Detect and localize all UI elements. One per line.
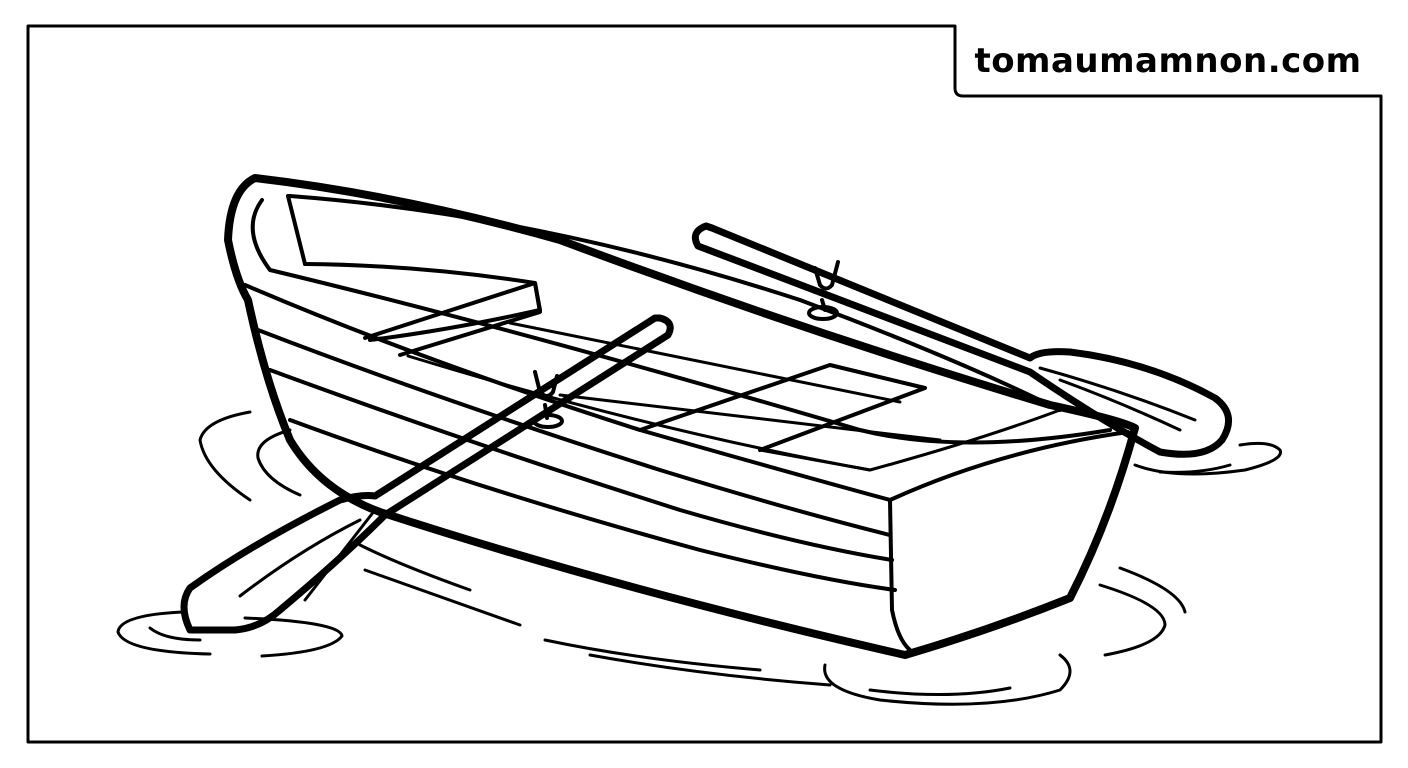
oar-icon — [691, 222, 1233, 458]
page-frame — [26, 24, 1383, 744]
site-watermark: tomaumamnon.com — [974, 41, 1362, 81]
water-ripple-icon — [116, 410, 1283, 706]
oar-icon — [180, 314, 674, 634]
rowboat-icon — [224, 174, 1139, 659]
